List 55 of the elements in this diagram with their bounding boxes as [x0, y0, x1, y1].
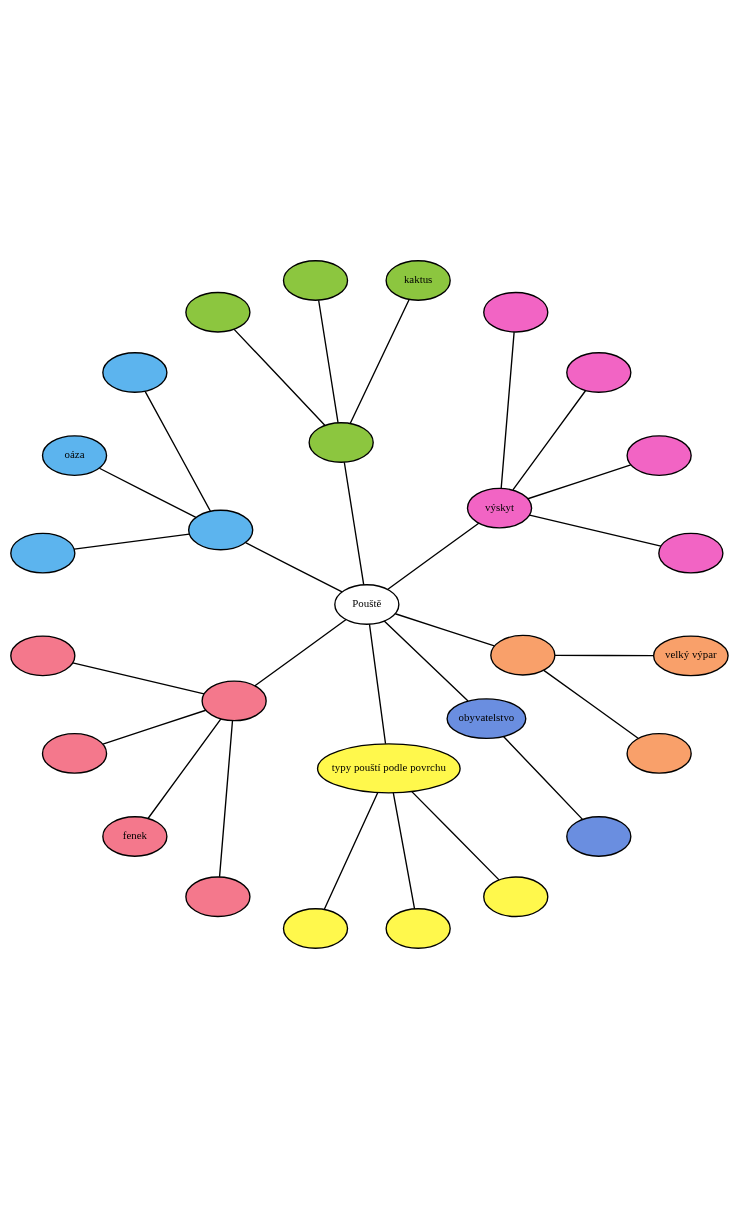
node-ellipse: [483, 876, 549, 918]
connector: [343, 461, 365, 586]
node-ellipse: [490, 634, 556, 676]
node-ellipse: [385, 908, 451, 949]
connector: [500, 331, 515, 489]
connector: [386, 522, 480, 591]
connector: [317, 299, 339, 424]
connector: [218, 720, 234, 878]
node-ellipse: [185, 876, 251, 918]
node-ellipse: [10, 532, 76, 574]
connector: [512, 390, 587, 491]
node-ellipse: [658, 532, 724, 574]
connector: [554, 654, 655, 657]
node-ellipse: [308, 422, 374, 463]
node-ellipse: [282, 260, 349, 301]
node-ellipse: [566, 816, 632, 857]
connector: [392, 792, 416, 910]
connector: [73, 533, 190, 550]
node-ellipse: [626, 435, 692, 476]
connector: [102, 709, 207, 745]
connector: [528, 514, 662, 547]
node-ellipse: [626, 733, 692, 774]
connector: [527, 464, 632, 500]
node-ellipse: kaktus: [385, 260, 451, 301]
node-ellipse: oáza: [41, 435, 108, 476]
node-ellipse: [41, 733, 108, 774]
connector: [323, 792, 379, 911]
connector: [244, 542, 343, 593]
node-ellipse: fenek: [102, 816, 168, 857]
connector: [144, 390, 211, 512]
connector: [349, 299, 410, 424]
connector: [543, 669, 639, 739]
node-ellipse: velký výpar: [652, 635, 729, 677]
node-ellipse: [188, 509, 254, 551]
connector: [502, 735, 584, 821]
node-ellipse: typy pouští podle povrchu: [316, 743, 461, 794]
connector: [411, 790, 500, 881]
node-ellipse: [483, 291, 549, 333]
node-ellipse: Pouště: [334, 584, 400, 625]
connector: [147, 718, 222, 819]
connector: [383, 620, 469, 702]
node-ellipse: [282, 908, 349, 949]
node-ellipse: [201, 680, 267, 722]
node-ellipse: [10, 635, 76, 677]
node-ellipse: [185, 291, 251, 333]
node-ellipse: [102, 352, 168, 393]
node-ellipse: [566, 352, 632, 393]
connector: [394, 613, 495, 647]
node-ellipse: obyvatelstvo: [446, 698, 527, 740]
node-ellipse: výskyt: [466, 487, 533, 529]
connector: [98, 467, 197, 519]
connector: [254, 618, 347, 687]
connector: [72, 662, 205, 695]
connector: [233, 328, 326, 426]
connector: [368, 623, 387, 745]
